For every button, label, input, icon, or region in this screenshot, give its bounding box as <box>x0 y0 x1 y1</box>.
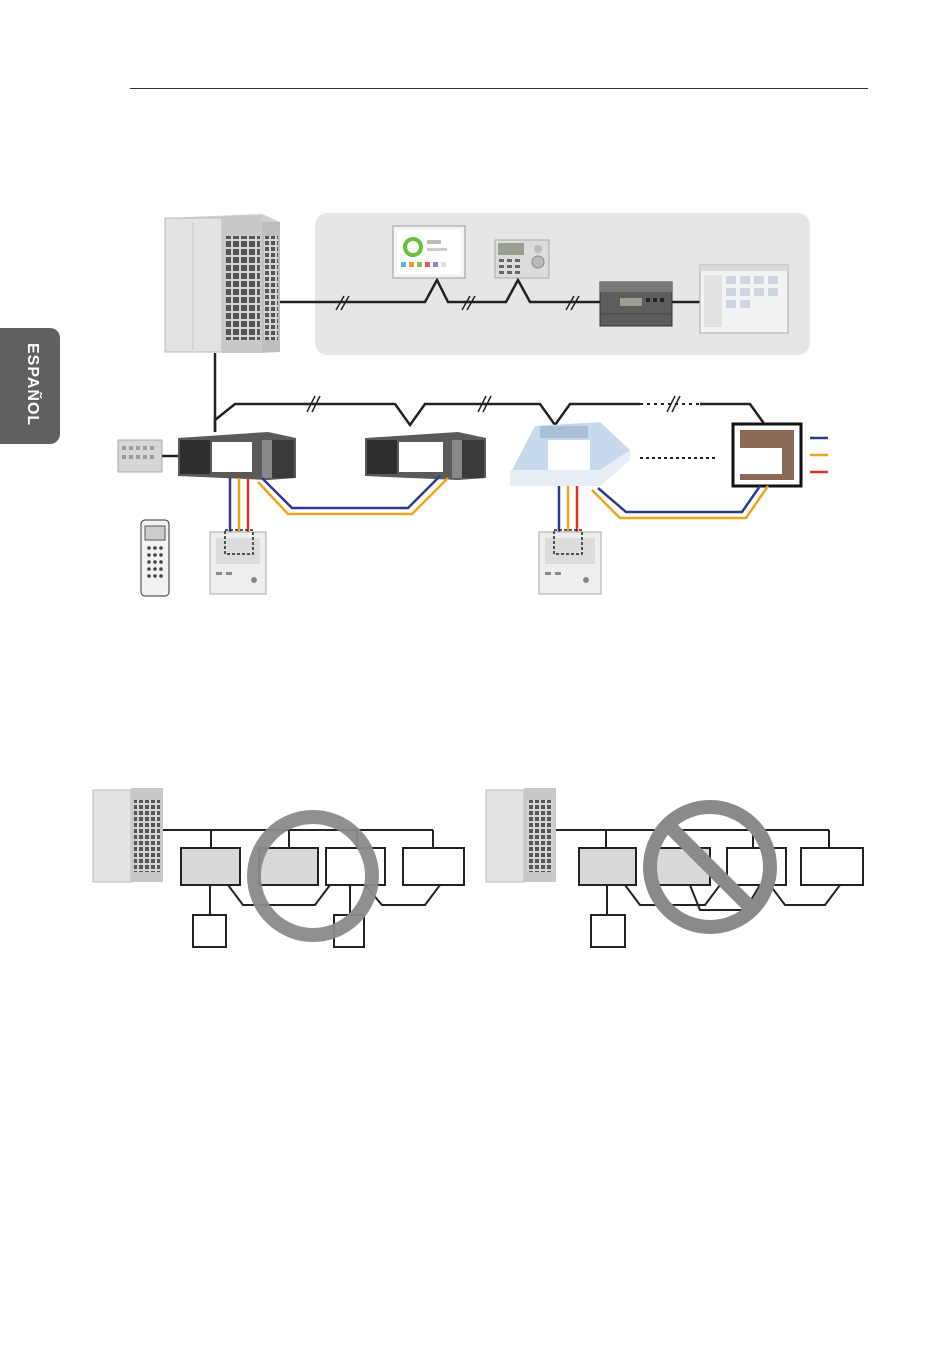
indoor-unit-box <box>801 848 863 885</box>
correct-wiring-diagram <box>93 788 464 947</box>
outdoor-unit-icon <box>93 788 163 882</box>
incorrect-wiring-diagram <box>486 788 863 947</box>
outdoor-unit-icon <box>165 214 280 353</box>
sensor-box-icon <box>118 440 162 472</box>
keypad-controller-icon[interactable] <box>495 240 549 278</box>
indoor-unit-box <box>727 848 786 885</box>
ir-remote-icon[interactable] <box>141 520 169 596</box>
wall-panel-unit-icon <box>733 424 801 486</box>
software-window-icon[interactable] <box>700 265 788 333</box>
remote-controller-box <box>591 915 625 947</box>
indoor-unit-box <box>181 848 240 885</box>
wired-remote-icon[interactable] <box>539 530 601 594</box>
outdoor-unit-icon <box>486 788 556 882</box>
cassette-unit-icon <box>510 422 630 486</box>
duct-unit-icon <box>178 432 296 480</box>
touch-controller-icon[interactable] <box>393 226 465 278</box>
remote-controller-box <box>193 915 226 947</box>
indoor-unit-box <box>579 848 636 885</box>
gateway-icon <box>600 282 672 326</box>
indoor-unit-box <box>259 848 318 885</box>
duct-unit-icon <box>365 432 486 480</box>
wired-remote-icon[interactable] <box>210 530 266 594</box>
indoor-unit-box <box>403 848 464 885</box>
